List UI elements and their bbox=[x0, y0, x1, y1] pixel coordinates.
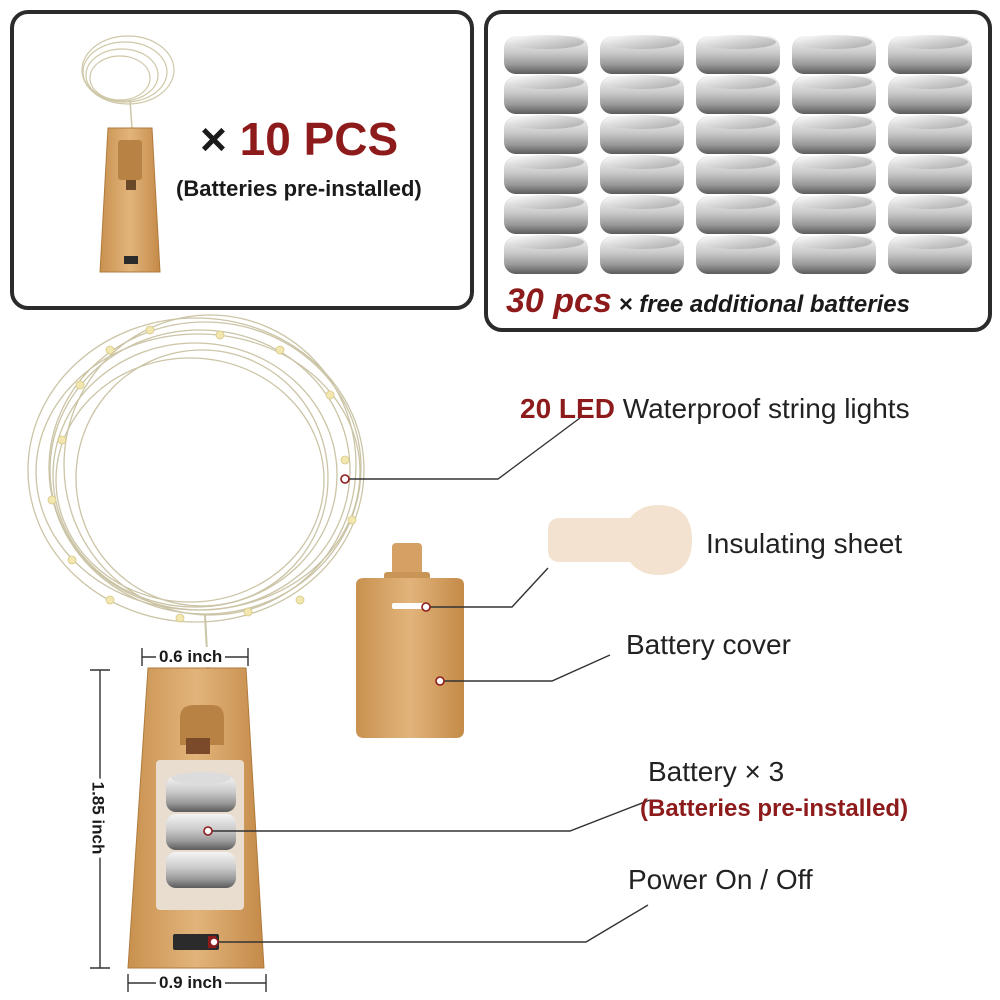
coin-battery-top bbox=[604, 195, 680, 209]
led-wire-coil-icon bbox=[27, 314, 365, 671]
small-cork-icon bbox=[81, 35, 175, 273]
battery-stacks-icon bbox=[504, 35, 972, 274]
extra-batteries-text: × free additional batteries bbox=[618, 291, 910, 318]
coin-battery-top bbox=[700, 115, 776, 129]
coin-battery-top bbox=[892, 75, 968, 89]
top-width-dimension: 0.6 inch bbox=[156, 647, 226, 667]
extra-batteries-count: 30 pcs bbox=[506, 282, 612, 320]
coin-battery-top bbox=[604, 235, 680, 249]
multiplier-sign: × bbox=[200, 113, 227, 165]
preinstalled-note: (Batteries pre-installed) bbox=[176, 176, 422, 201]
coin-battery-top bbox=[700, 195, 776, 209]
coin-battery-top bbox=[796, 75, 872, 89]
coin-battery-top bbox=[700, 75, 776, 89]
coin-battery-top bbox=[892, 195, 968, 209]
coin-battery-top bbox=[604, 75, 680, 89]
coin-battery-top bbox=[604, 35, 680, 49]
coin-battery-top bbox=[796, 195, 872, 209]
product-count: × 10 PCS bbox=[200, 112, 398, 166]
product-count-panel bbox=[10, 10, 474, 310]
led-count: 20 LED bbox=[520, 393, 615, 424]
coin-battery-top bbox=[508, 35, 584, 49]
coin-battery-top bbox=[892, 155, 968, 169]
coin-battery-top bbox=[604, 115, 680, 129]
insulating-sheet-icon bbox=[548, 505, 692, 575]
coin-battery-top bbox=[508, 75, 584, 89]
coin-battery-top bbox=[508, 155, 584, 169]
coin-battery-top bbox=[700, 155, 776, 169]
coin-battery-top bbox=[508, 115, 584, 129]
pcs-count: 10 PCS bbox=[239, 113, 399, 165]
coin-battery-top bbox=[892, 35, 968, 49]
led-string-label: 20 LED Waterproof string lights bbox=[520, 393, 910, 425]
extra-batteries-caption: 30 pcs × free additional batteries bbox=[506, 282, 910, 321]
bottom-width-dimension: 0.9 inch bbox=[156, 973, 226, 993]
coin-battery-top bbox=[796, 235, 872, 249]
coin-battery-top bbox=[508, 195, 584, 209]
coin-battery-top bbox=[796, 115, 872, 129]
power-switch-label: Power On / Off bbox=[628, 864, 813, 895]
coin-battery-top bbox=[700, 35, 776, 49]
battery-cover-label: Battery cover bbox=[626, 629, 791, 660]
battery-cover-icon bbox=[356, 543, 464, 738]
led-dots bbox=[47, 325, 357, 623]
coin-battery-top bbox=[892, 115, 968, 129]
callout-dots bbox=[203, 474, 445, 947]
battery-label: Battery × 3 bbox=[648, 756, 785, 787]
coin-battery-top bbox=[796, 155, 872, 169]
coin-battery-top bbox=[604, 155, 680, 169]
coin-battery-top bbox=[892, 235, 968, 249]
height-dimension: 1.85 inch bbox=[87, 778, 108, 858]
insulating-sheet-label: Insulating sheet bbox=[706, 528, 903, 559]
callout-lines bbox=[208, 417, 651, 943]
led-description: Waterproof string lights bbox=[622, 393, 910, 424]
coin-battery-top bbox=[796, 35, 872, 49]
main-cork-icon bbox=[127, 667, 265, 969]
battery-preinstalled-note: (Batteries pre-installed) bbox=[640, 795, 909, 822]
coin-battery-top bbox=[508, 235, 584, 249]
coin-battery-top bbox=[700, 235, 776, 249]
cork-batteries bbox=[166, 772, 236, 888]
